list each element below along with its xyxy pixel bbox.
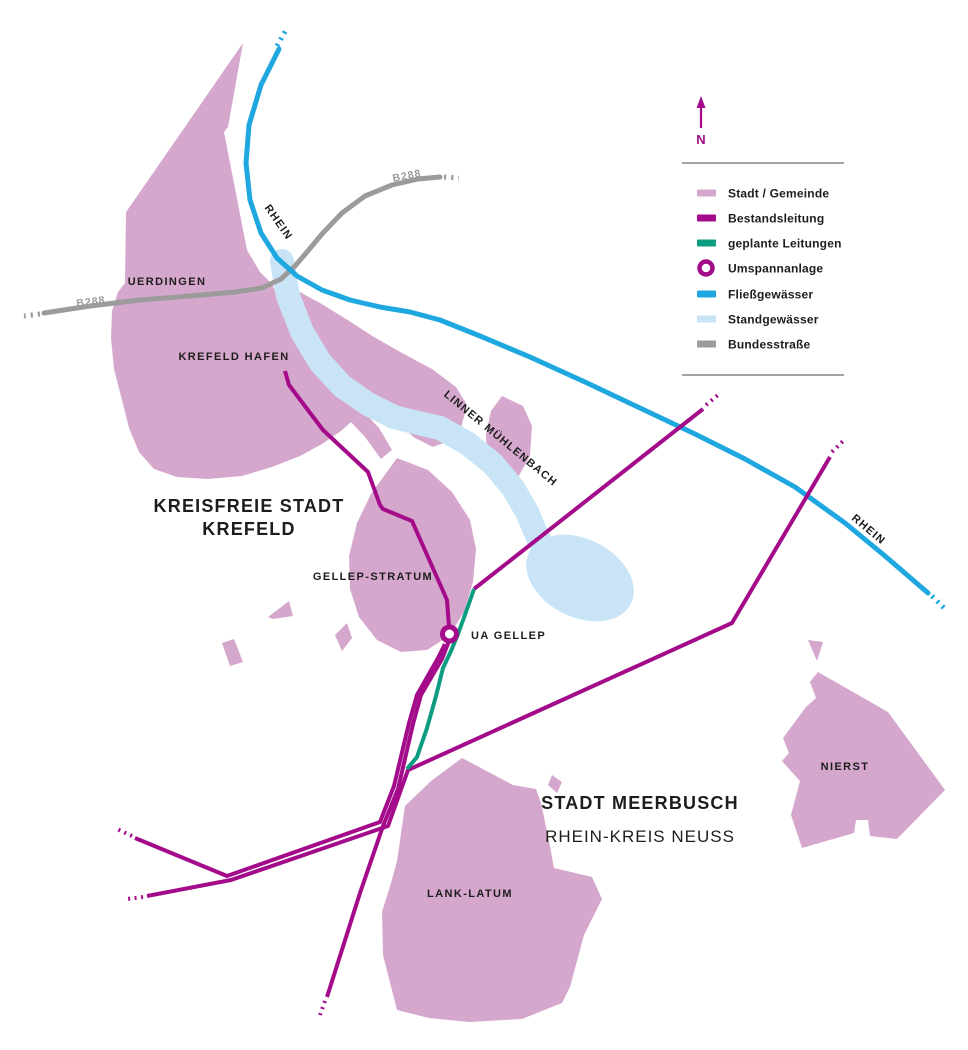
region-shard-c: [335, 623, 352, 651]
legend-label-planned-line: geplante Leitungen: [728, 237, 842, 251]
still-water: [270, 249, 634, 622]
existing-power-lines: [116, 370, 845, 1016]
road-b288-dots-right: [443, 174, 460, 181]
legend-swatch-substation-ring-icon: [697, 259, 715, 277]
legend-swatch-river: [697, 290, 716, 298]
river-rhein-line: [243, 46, 931, 596]
label-uerdingen: UERDINGEN: [128, 276, 207, 288]
existing-line-hafen: [283, 370, 451, 628]
label-rhein-upper: RHEIN: [262, 203, 295, 243]
legend-label-still-water: Standgewässer: [728, 313, 819, 327]
existing-line-dots-west-upper: [116, 827, 133, 838]
label-rhein-kreis-neuss: RHEIN-KREIS NEUSS: [545, 827, 735, 846]
water-channel: [270, 249, 580, 584]
water-blob: [526, 534, 634, 622]
legend-label-existing-line: Bestandsleitung: [728, 212, 824, 226]
north-label: N: [696, 132, 705, 147]
label-gellep-stratum: GELLEP-STRATUM: [313, 571, 433, 583]
substation-marker-ua-gellep: [440, 624, 459, 644]
label-stadt-meerbusch: STADT MEERBUSCH: [541, 793, 739, 813]
legend-swatch-planned-line: [697, 239, 716, 247]
existing-line-west-loop: [134, 643, 447, 878]
label-nierst: NIERST: [821, 761, 870, 773]
existing-line-dots-south: [318, 1000, 327, 1016]
road-b288-line: [41, 174, 443, 316]
existing-line-ne-diagonal-long: [146, 455, 832, 898]
label-kreisfreie-stadt-line1: KREISFREIE STADT: [154, 496, 345, 516]
road-b288: [23, 174, 460, 319]
legend-label-river: Fließgewässer: [728, 288, 813, 302]
existing-line-dots-ne-long: [830, 439, 845, 454]
river-rhein: [243, 28, 949, 613]
label-ua-gellep: UA GELLEP: [471, 630, 546, 642]
north-arrow-head-icon: [696, 96, 706, 108]
region-lank-latum: [382, 758, 602, 1022]
region-shard-a: [268, 601, 293, 619]
region-gellep-stratum: [349, 458, 476, 652]
existing-line-south: [325, 640, 451, 998]
label-lank-latum: LANK-LATUM: [427, 888, 513, 900]
label-krefeld-hafen: KREFELD HAFEN: [178, 351, 289, 363]
legend-label-substation: Umspannanlage: [728, 262, 823, 276]
region-shard-b: [222, 639, 243, 666]
legend-swatch-still-water: [697, 315, 716, 323]
existing-line-ne-diagonal-short: [472, 407, 705, 591]
region-uerdingen-krefeld-hafen: [111, 43, 392, 479]
river-rhein-dots-bottom: [930, 594, 949, 613]
planned-line: [405, 588, 476, 771]
road-b288-dots-left: [23, 311, 41, 319]
region-nierst-triangle: [808, 640, 823, 661]
regions: [111, 43, 945, 1022]
label-kreisfreie-stadt-line2: KREFELD: [202, 519, 295, 539]
legend-swatch-municipality: [697, 189, 716, 197]
north-indicator: N: [696, 96, 706, 147]
legend-label-road: Bundesstraße: [728, 338, 811, 352]
label-b288-left: B288: [76, 294, 106, 309]
legend-swatch-road: [697, 340, 716, 348]
region-lank-diamond: [548, 775, 562, 793]
legend: N Stadt / Gemeinde Bestandsleitung gepla…: [682, 96, 844, 376]
legend-swatch-existing-line: [697, 214, 716, 222]
legend-label-municipality: Stadt / Gemeinde: [728, 187, 829, 201]
river-rhein-dots-top: [274, 28, 289, 48]
region-ne-of-channel: [291, 290, 467, 447]
label-b288-right: B288: [392, 167, 423, 184]
existing-line-dots-west-lower: [126, 895, 144, 901]
region-nierst: [782, 672, 945, 848]
existing-line-dots-ne-short: [704, 393, 720, 407]
